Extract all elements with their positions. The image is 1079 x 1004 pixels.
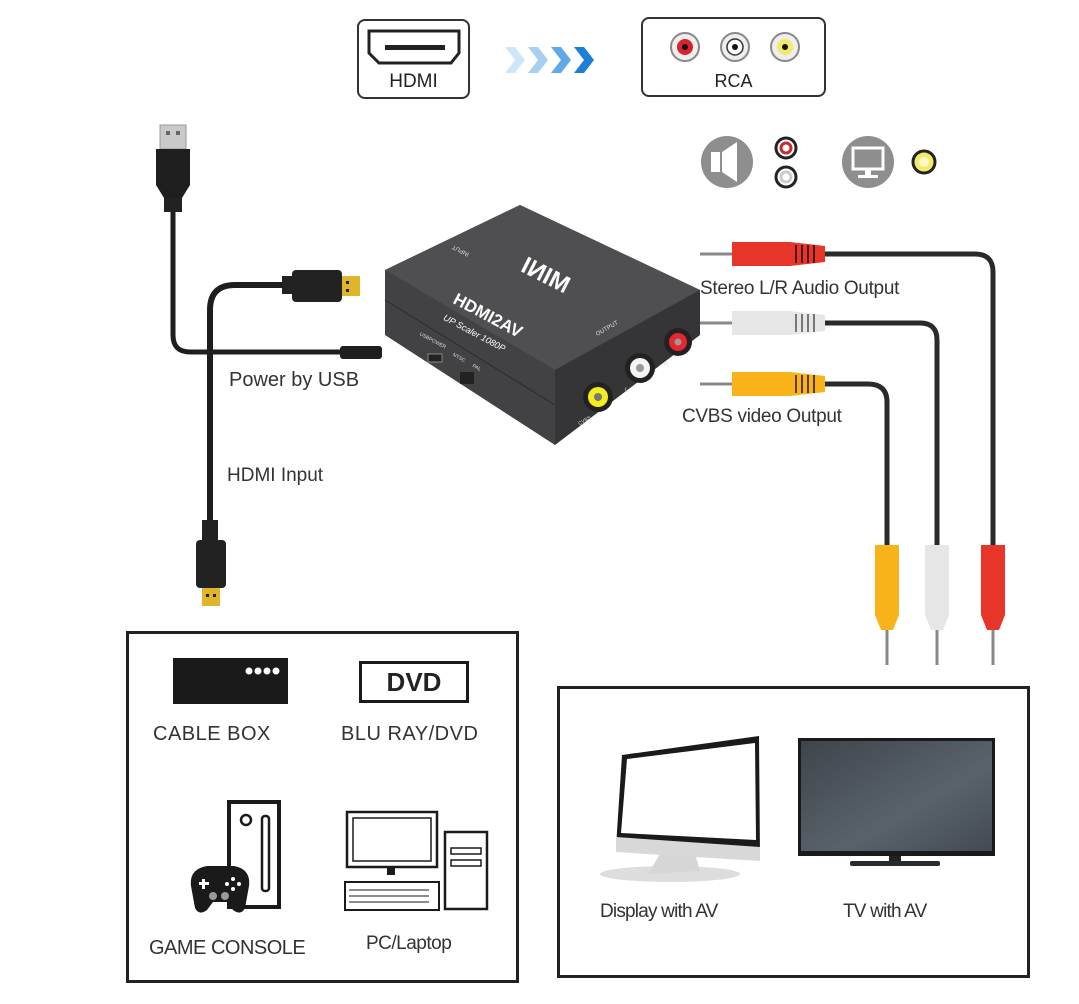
dvd-player-icon: DVD [359,661,469,703]
cable-box-icon [173,658,288,704]
white-audio-cable [700,311,949,665]
rca-header-box: RCA [641,17,826,97]
device-r-port-label: R [664,362,669,368]
monitor-icon [842,136,894,188]
flat-tv-icon [798,738,995,866]
hdmi-port-icon [367,29,461,65]
red-audio-cable [700,242,1005,665]
speaker-icon [701,136,753,188]
display-devices-panel: Display with AV TV with AV [557,686,1030,978]
computer-display-icon [600,736,760,882]
audio-jacks-legend-icon [774,136,798,189]
dvd-icon-text: DVD [386,667,442,697]
hdmi-header-label: HDMI [389,71,438,92]
source-devices-panel: CABLE BOX DVD BLU RAY/DVD GAME CONSOLE P… [126,631,519,983]
game-console-label: GAME CONSOLE [149,937,306,959]
device-input-label: INPUT [451,243,471,257]
display-with-av-label: Display with AV [600,901,718,922]
device-usbpower-label: USBPOWER [418,331,447,351]
stereo-audio-output-label: Stereo L/R Audio Output [700,278,900,299]
device-output-label: OUTPUT [595,320,620,338]
hdmi-input-label: HDMI Input [227,465,324,486]
rca-header-label: RCA [714,71,753,91]
tv-with-av-label: TV with AV [843,901,927,922]
cable-box-label: CABLE BOX [153,723,271,745]
device-cvbs-port-label: CVBS [577,414,593,428]
pc-laptop-label: PC/Laptop [366,933,452,954]
game-console-icon [190,800,281,913]
cvbs-video-output-label: CVBS video Output [682,406,842,427]
hdmi-input-cable [196,270,360,606]
power-by-usb-label: Power by USB [229,369,360,391]
device-pal-label: PAL [471,363,482,373]
usb-power-cable [156,124,382,359]
device-l-port-label: L [625,388,629,394]
device-brand-label: MINI [516,252,575,300]
rca-jacks-icon [670,32,800,62]
device-ntsc-label: NTSC [451,352,467,364]
video-jack-legend-icon [911,149,937,175]
hdmi-header-box: HDMI [357,19,470,99]
blu-ray-dvd-label: BLU RAY/DVD [341,723,479,745]
desktop-pc-icon [344,810,489,911]
